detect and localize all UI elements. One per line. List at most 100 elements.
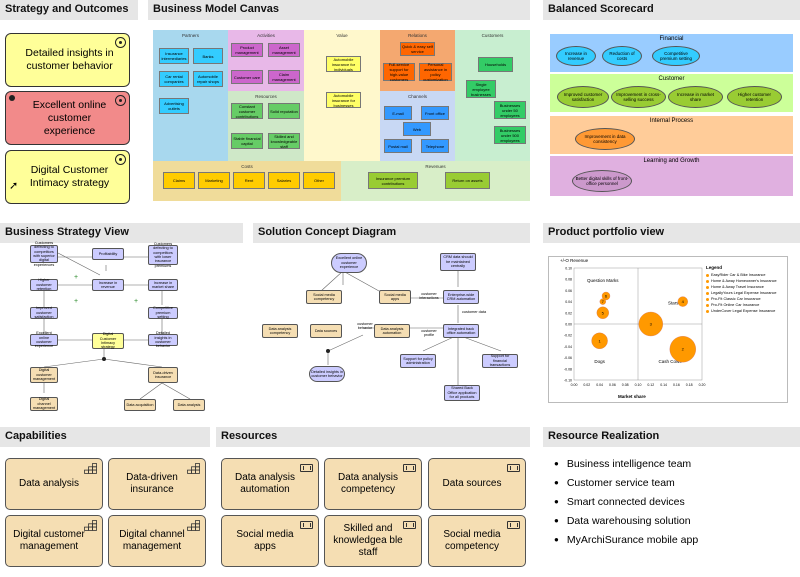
bmc-chip[interactable]: Full-service support for high-value cust… bbox=[383, 62, 415, 82]
bmc-chip[interactable]: Claim management bbox=[268, 70, 300, 84]
bmc-chip[interactable]: Single employee businesses bbox=[466, 80, 496, 98]
bsc-objective[interactable]: Increase in market share bbox=[668, 86, 723, 108]
bmc-chip[interactable]: Businesses under 500 employees bbox=[494, 126, 526, 144]
capability-label: Data analysis bbox=[18, 478, 80, 489]
bmc-chip[interactable]: Telephone bbox=[421, 139, 449, 153]
scd-node[interactable]: Social media apps bbox=[379, 290, 411, 304]
bmc-chip[interactable]: Marketing bbox=[198, 172, 230, 189]
legend-label: LegallyYours Legal Expense Insurance bbox=[711, 291, 777, 295]
portfolio-ylabel: +/-O Revenue bbox=[560, 258, 589, 263]
scd-node[interactable]: Enterprise-wide CRM automation bbox=[443, 290, 479, 304]
bmc-chip[interactable]: Insurance intermediaries bbox=[159, 48, 189, 64]
y-tick-label: 0.08 bbox=[565, 278, 572, 282]
bmc-chip[interactable]: Insurance premium contributions bbox=[368, 172, 418, 189]
bmc-chip[interactable]: Automobile insurance for individuals bbox=[326, 56, 361, 72]
bsv-node[interactable]: Digital customer management bbox=[30, 367, 58, 383]
bsv-node[interactable]: Competitive premium setting bbox=[148, 306, 178, 319]
bmc-chip[interactable]: Quick & easy self service bbox=[400, 42, 435, 56]
bsc-objective[interactable]: Higher customer retention bbox=[727, 86, 782, 108]
bsv-node[interactable]: Excellent online customer experience bbox=[30, 331, 58, 348]
capability-card[interactable]: Digital customer management bbox=[5, 515, 103, 567]
strategy-card-strategy[interactable]: ➚ Digital Customer Intimacy strategy bbox=[5, 150, 130, 204]
bsv-node[interactable]: Increase in market share bbox=[148, 279, 178, 291]
resource-card[interactable]: Social media competency bbox=[428, 515, 526, 567]
capability-icon bbox=[187, 463, 200, 474]
bmc-chip[interactable]: Return on assets bbox=[445, 172, 490, 189]
bsc-objective[interactable]: Better digital skills of front-office pe… bbox=[572, 170, 632, 192]
bmc-chip[interactable]: Banks bbox=[193, 48, 223, 64]
strategy-card-experience[interactable]: Excellent online customer experience bbox=[5, 91, 130, 145]
bsv-node[interactable]: Digital channel management bbox=[30, 397, 58, 411]
bmc-chip[interactable]: E-mail bbox=[384, 106, 412, 120]
scd-node[interactable]: Data analysis competency bbox=[262, 324, 298, 338]
bubble-label: 2 bbox=[682, 347, 685, 352]
bsv-node[interactable]: Customers defecting to competitors with … bbox=[148, 242, 178, 268]
strategy-card-insights[interactable]: Detailed insights in customer behavior bbox=[5, 33, 130, 87]
scd-node[interactable]: Data analysis automation bbox=[374, 324, 410, 338]
realization-item: Customer service team bbox=[554, 473, 698, 492]
bmc-chip[interactable]: Front office bbox=[421, 106, 449, 120]
bsv-node[interactable]: Data acquisition bbox=[124, 399, 156, 411]
bsc-objective[interactable]: Improvement in data consistency bbox=[575, 128, 635, 150]
bsv-node[interactable]: Data-driven insurance bbox=[148, 367, 178, 383]
scd-node[interactable]: Shared Back Office application for all p… bbox=[444, 385, 480, 401]
bmc-chip[interactable]: Salaries bbox=[268, 172, 300, 189]
bmc-chip[interactable]: Car rental companies bbox=[159, 71, 189, 87]
scd-node[interactable]: Integrated back office automation bbox=[443, 324, 479, 338]
bsc-objective[interactable]: Improvement in cross-selling success bbox=[611, 86, 666, 108]
capability-icon bbox=[84, 520, 97, 531]
capability-card[interactable]: Data-driven insurance bbox=[108, 458, 206, 510]
bsv-panel: Business Strategy View bbox=[0, 223, 243, 418]
strategy-card-label: Digital Customer Intimacy strategy bbox=[29, 164, 110, 189]
scd-node[interactable]: Support for policy administration bbox=[400, 354, 436, 368]
scd-node[interactable]: Detailed insights in customer behavior bbox=[309, 366, 345, 382]
bmc-chip[interactable]: Customer care bbox=[231, 70, 263, 84]
legend-swatch bbox=[706, 309, 709, 313]
bmc-chip[interactable]: Constant customer contributions bbox=[231, 103, 263, 119]
scd-node[interactable]: Data sources bbox=[310, 324, 342, 338]
bmc-chip[interactable]: Personal assistance in policy customizat… bbox=[419, 62, 452, 82]
bsv-node[interactable]: Increase in revenue bbox=[92, 279, 124, 291]
scd-node[interactable]: CRM data should be maintained centrally bbox=[440, 253, 476, 271]
bmc-chip[interactable]: Postal mail bbox=[384, 139, 412, 153]
bsv-node[interactable]: Data analysis bbox=[173, 399, 205, 411]
bsv-node[interactable]: Customers defecting to competitors with … bbox=[30, 241, 58, 267]
bmc-column-header: Partners bbox=[181, 33, 199, 38]
bmc-chip[interactable]: Solid reputation bbox=[268, 103, 300, 119]
bmc-chip[interactable]: Automobile repair shops bbox=[193, 71, 223, 87]
bmc-chip[interactable]: Businesses under 50 employees bbox=[494, 101, 526, 119]
bmc-chip[interactable]: Automobile insurance for businesses bbox=[326, 92, 361, 108]
capability-card[interactable]: Digital channel management bbox=[108, 515, 206, 567]
bmc-chip[interactable]: Claims bbox=[163, 172, 195, 189]
resource-card[interactable]: Data analysis competency bbox=[324, 458, 422, 510]
resource-card[interactable]: Data sources bbox=[428, 458, 526, 510]
bsv-node[interactable]: Higher customer retention bbox=[30, 278, 58, 291]
bsc-objective[interactable]: Competitive premium setting bbox=[652, 46, 700, 66]
scd-node[interactable]: Social media competency bbox=[306, 290, 342, 304]
x-tick-label: 0.08 bbox=[622, 383, 629, 387]
capability-card[interactable]: Data analysis bbox=[5, 458, 103, 510]
scd-node[interactable]: Excellent online customer experience bbox=[331, 253, 367, 273]
bmc-chip[interactable]: Stable financial capital bbox=[231, 133, 263, 149]
bsc-objective[interactable]: Reduction of costs bbox=[602, 46, 642, 66]
bsc-objective[interactable]: Improved customer satisfaction bbox=[557, 86, 609, 108]
resource-card[interactable]: Data analysis automation bbox=[221, 458, 319, 510]
bmc-chip[interactable]: Rent bbox=[233, 172, 265, 189]
bmc-chip[interactable]: Product management bbox=[231, 43, 263, 57]
bsv-node[interactable]: Detailed insights in customer behavior bbox=[148, 331, 178, 348]
resource-card[interactable]: Social media apps bbox=[221, 515, 319, 567]
bmc-chip[interactable]: Advertising outlets bbox=[159, 98, 189, 114]
bmc-chip[interactable]: Web bbox=[403, 122, 431, 136]
scd-panel: Solution Concept Diagram bbox=[253, 223, 530, 418]
bmc-chip[interactable]: Other bbox=[303, 172, 335, 189]
bsv-node[interactable]: Improved customer satisfaction bbox=[30, 306, 58, 319]
bsv-node[interactable]: Profitability bbox=[92, 248, 124, 260]
bmc-chip[interactable]: Skilled and knowledgeable staff bbox=[268, 133, 300, 149]
legend-swatch bbox=[706, 273, 709, 277]
bmc-chip[interactable]: Asset management bbox=[268, 43, 300, 57]
bsc-objective[interactable]: Increase in revenue bbox=[556, 46, 596, 66]
bsv-node[interactable]: Digital Customer Intimacy strategy bbox=[92, 332, 124, 349]
resource-card[interactable]: Skilled and knowledgea ble staff bbox=[324, 515, 422, 567]
scd-node[interactable]: Support for financial transactions bbox=[482, 354, 518, 368]
bmc-chip[interactable]: Households bbox=[478, 57, 513, 72]
